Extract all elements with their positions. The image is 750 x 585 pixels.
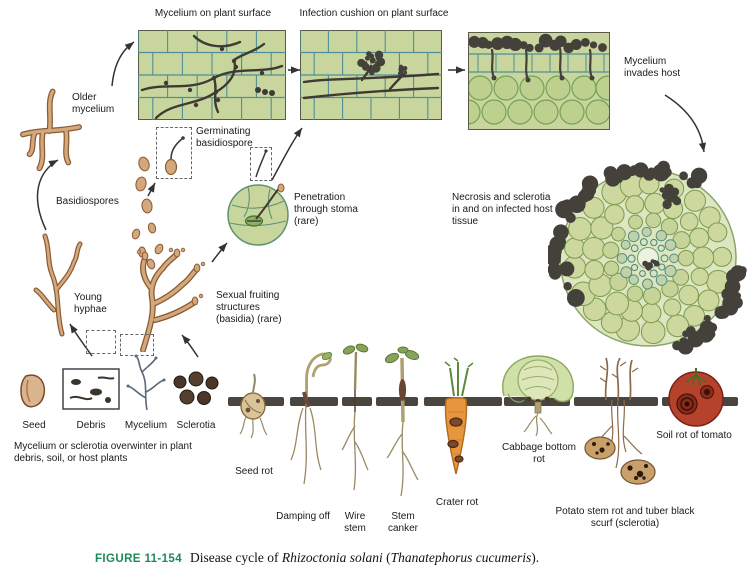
caption-text: Disease cycle of (190, 550, 282, 565)
damping-off-plant-illustration (290, 351, 333, 485)
label-stem-canker: Stem canker (387, 511, 418, 534)
basidia-callout-box-1 (86, 330, 116, 354)
soil-line-segment (290, 397, 338, 406)
penetration-callout-box (250, 147, 272, 181)
young-hyphae-illustration (33, 233, 83, 337)
sexual-fruiting-structures-illustration (136, 247, 206, 352)
stoma-penetration-illustration (227, 183, 289, 246)
label-necrosis-and-sclerotia: Necrosis and sclerotia in and on infecte… (452, 192, 553, 227)
label-soil-rot-of-tomato: Soil rot of tomato (656, 430, 732, 441)
mycelium-illustration (126, 354, 166, 411)
label-debris: Debris (76, 420, 106, 431)
wire-stem-plant-illustration (341, 343, 369, 491)
label-penetration-through-stoma: Penetration through stoma (rare) (294, 192, 358, 227)
caption-species-2: Thanatephorus cucumeris (390, 550, 532, 565)
label-overwinter-note: Mycelium or sclerotia overwinter in plan… (14, 441, 192, 464)
potato-stem-rot-illustration (584, 357, 656, 485)
older-mycelium-illustration (20, 88, 82, 172)
label-wire-stem: Wire stem (344, 511, 366, 534)
label-seed: Seed (22, 420, 46, 431)
label-mycelium: Mycelium (124, 420, 168, 431)
label-young-hyphae: Young hyphae (74, 292, 107, 315)
figure-caption: FIGURE 11-154 Disease cycle of Rhizoctoni… (95, 550, 715, 566)
basidiospores-illustration (135, 156, 153, 214)
label-older-mycelium: Older mycelium (72, 92, 115, 115)
panel-mycelium-invades-host (468, 32, 610, 130)
figure-number: FIGURE 11-154 (95, 553, 183, 565)
infected-host-cross-section-illustration (548, 160, 747, 355)
panel-infection-cushion (300, 30, 442, 120)
label-crater-rot: Crater rot (435, 497, 479, 508)
soil-line-segment (342, 397, 372, 406)
label-basidiospores: Basidiospores (56, 196, 119, 207)
label-mycelium-on-plant-surface: Mycelium on plant surface (154, 8, 272, 19)
scattered-basidiospores-illustration (131, 222, 164, 270)
basidia-callout-box-2 (120, 334, 154, 356)
germinating-basidiospore-callout-box (156, 127, 192, 179)
caption-text-mid: ( (382, 550, 391, 565)
germinating-basidiospore-illustration (164, 136, 185, 176)
crater-rot-carrot-illustration (444, 357, 474, 475)
sclerotia-illustration (173, 371, 219, 405)
cabbage-bottom-rot-illustration (502, 355, 574, 437)
soil-line-segment (424, 397, 458, 406)
label-seed-rot: Seed rot (235, 466, 273, 477)
label-mycelium-invades-host: Mycelium invades host (624, 56, 681, 79)
seed-rot-illustration (239, 373, 268, 439)
soil-line-segment (376, 397, 418, 406)
label-infection-cushion: Infection cushion on plant surface (299, 8, 449, 19)
caption-text-end: ). (531, 550, 540, 565)
label-damping-off: Damping off (276, 511, 330, 522)
stem-canker-plant-illustration (384, 346, 420, 497)
soil-line-segment (462, 397, 502, 406)
label-germinating-basidiospore: Germinating basidiospore (196, 126, 253, 149)
debris-illustration (62, 368, 120, 410)
caption-species-1: Rhizoctonia solani (281, 550, 383, 565)
label-cabbage-bottom-rot: Cabbage bottom rot (502, 442, 576, 465)
soil-line-segment (574, 397, 658, 406)
seed-illustration (20, 374, 46, 408)
panel-mycelium-on-plant-surface (138, 30, 286, 120)
label-sclerotia: Sclerotia (176, 420, 216, 431)
label-sexual-fruiting-structures: Sexual fruiting structures (basidia) (ra… (216, 290, 282, 325)
label-potato-stem-rot: Potato stem rot and tuber black scurf (s… (555, 506, 695, 529)
tomato-soil-rot-illustration (668, 368, 724, 427)
penetration-hypha-detail (255, 149, 268, 178)
